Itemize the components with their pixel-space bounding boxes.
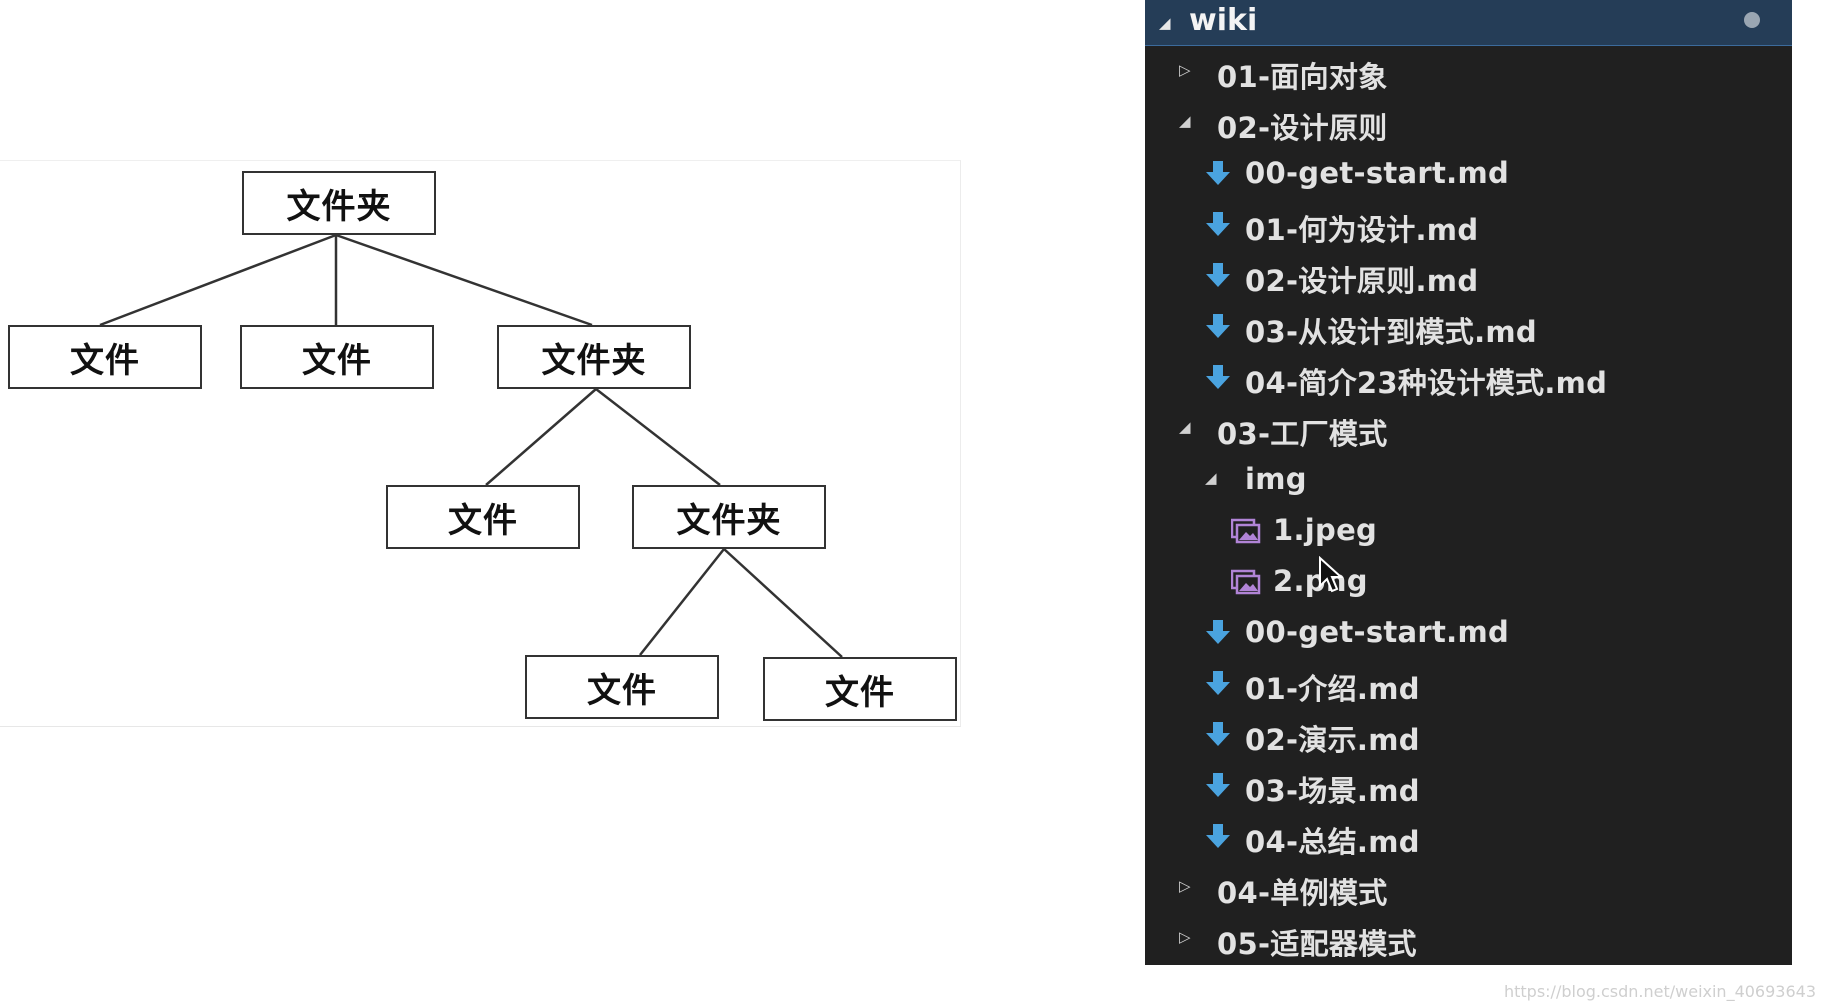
markdown-download-arrow-icon [1206,365,1230,389]
mouse-cursor-icon [1319,556,1344,593]
connector-root-f1 [99,233,337,327]
tree-image-file-row[interactable]: 1.jpeg [1145,505,1792,556]
tree-node-file: 文件 [240,325,434,389]
tree-item-label: 03-场景.md [1245,774,1420,808]
markdown-download-arrow-icon [1206,671,1230,695]
diagram-connector-lines [99,233,843,658]
tree-node-file: 文件 [525,655,719,719]
chevron-right-icon[interactable]: ▷ [1179,877,1191,895]
image-file-icon [1231,569,1261,595]
chevron-down-icon[interactable]: ◢ [1205,469,1217,487]
markdown-download-arrow-icon [1206,620,1230,644]
markdown-download-arrow-icon [1206,722,1230,746]
tree-item-label: 01-面向对象 [1217,60,1388,94]
tree-markdown-file-row[interactable]: 01-介绍.md [1145,658,1792,709]
tree-image-file-row[interactable]: 2.png [1145,556,1792,607]
tree-markdown-file-row[interactable]: 03-从设计到模式.md [1145,301,1792,352]
tree-item-label: img [1245,462,1307,496]
tree-item-label: 04-简介23种设计模式.md [1245,366,1608,400]
connector-d2-f5 [723,548,843,658]
unsaved-indicator-dot [1744,12,1760,28]
file-explorer-panel: ◢ wiki ▷ 01-面向对象 ◢ 02-设计原则 00-get-start.md 01… [1145,0,1792,965]
tree-folder-row[interactable]: ▷ 01-面向对象 [1145,46,1792,97]
tree-markdown-file-row[interactable]: 02-演示.md [1145,709,1792,760]
markdown-download-arrow-icon [1206,161,1230,185]
chevron-right-icon[interactable]: ▷ [1179,61,1191,79]
tree-node-folder: 文件夹 [632,485,826,549]
tree-item-label: 05-适配器模式 [1217,927,1417,961]
tree-node-root-folder: 文件夹 [242,171,436,235]
tree-markdown-file-row[interactable]: 04-总结.md [1145,811,1792,862]
tree-node-file: 文件 [386,485,580,549]
tree-node-file: 文件 [763,657,957,721]
tree-item-label: 02-设计原则.md [1245,264,1479,298]
tree-item-label: 04-单例模式 [1217,876,1388,910]
tree-item-label: 00-get-start.md [1245,615,1510,649]
tree-item-label: 03-工厂模式 [1217,417,1388,451]
tree-item-label: 01-何为设计.md [1245,213,1479,247]
tree-folder-row[interactable]: ▷ 04-单例模式 [1145,862,1792,913]
tree-item-label: 04-总结.md [1245,825,1420,859]
tree-markdown-file-row[interactable]: 01-何为设计.md [1145,199,1792,250]
markdown-download-arrow-icon [1206,212,1230,236]
tree-item-label: 1.jpeg [1273,513,1378,547]
tree-markdown-file-row[interactable]: 00-get-start.md [1145,607,1792,658]
markdown-download-arrow-icon [1206,773,1230,797]
markdown-download-arrow-icon [1206,263,1230,287]
tree-item-label: 02-设计原则 [1217,111,1388,145]
markdown-download-arrow-icon [1206,824,1230,848]
image-file-icon [1231,518,1261,544]
tree-folder-row[interactable]: ◢ img [1145,454,1792,505]
chevron-right-icon[interactable]: ▷ [1179,928,1191,946]
watermark-url: https://blog.csdn.net/weixin_40693643 [1503,982,1816,1001]
tree-markdown-file-row[interactable]: 04-简介23种设计模式.md [1145,352,1792,403]
chevron-down-icon[interactable]: ◢ [1159,14,1171,32]
connector-d2-f4 [639,548,725,656]
tree-item-label: 01-介绍.md [1245,672,1420,706]
folder-tree-diagram: 文件夹 文件 文件 文件夹 文件 文件夹 文件 文件 [0,160,961,727]
tree-markdown-file-row[interactable]: 03-场景.md [1145,760,1792,811]
tree-markdown-file-row[interactable]: 02-设计原则.md [1145,250,1792,301]
tree-node-folder: 文件夹 [497,325,691,389]
chevron-down-icon[interactable]: ◢ [1179,112,1191,130]
tree-item-label: 03-从设计到模式.md [1245,315,1537,349]
connector-d1-d2 [595,388,721,486]
connector-root-d1 [335,233,593,327]
chevron-down-icon[interactable]: ◢ [1179,418,1191,436]
markdown-download-arrow-icon [1206,314,1230,338]
tree-item-label: 02-演示.md [1245,723,1420,757]
root-folder-label: wiki [1189,3,1258,38]
tree-item-label: 00-get-start.md [1245,156,1510,190]
connector-d1-f3 [485,388,597,486]
tree-folder-row[interactable]: ◢ 02-设计原则 [1145,97,1792,148]
explorer-root-folder-header[interactable]: ◢ wiki [1145,0,1792,46]
tree-folder-row[interactable]: ◢ 03-工厂模式 [1145,403,1792,454]
tree-folder-row[interactable]: ▷ 05-适配器模式 [1145,913,1792,964]
tree-markdown-file-row[interactable]: 00-get-start.md [1145,148,1792,199]
tree-node-file: 文件 [8,325,202,389]
